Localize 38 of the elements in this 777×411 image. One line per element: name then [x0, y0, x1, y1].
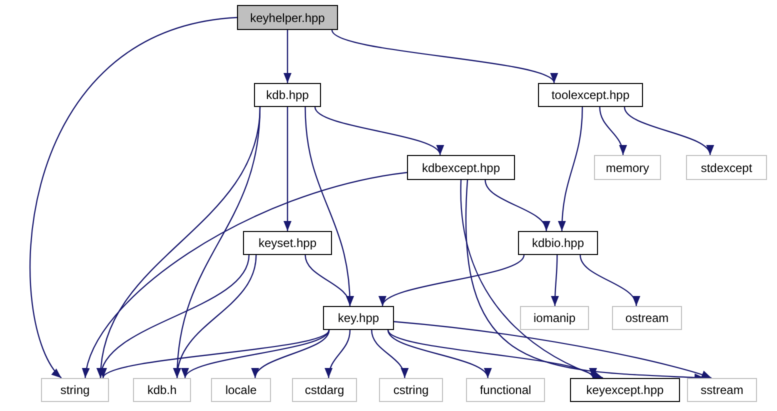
arrow [254, 330, 330, 378]
header-file-node: iomanip [520, 306, 589, 330]
arrow [551, 255, 559, 306]
header-file-node: functional [466, 378, 545, 402]
arrow [325, 330, 351, 378]
header-file-node: sstream [687, 378, 757, 402]
header-file-node: keyexcept.hpp [570, 378, 680, 402]
header-file-node: string [41, 378, 109, 402]
header-file-node: key.hpp [323, 306, 394, 330]
header-file-node: kdb.h [133, 378, 191, 402]
arrow [580, 254, 638, 306]
header-file-node: cstdarg [292, 378, 357, 402]
header-file-node: kdbio.hpp [518, 231, 598, 255]
arrow [599, 106, 626, 156]
arrow [382, 254, 525, 306]
header-file-node: ostream [612, 306, 682, 330]
header-file-node: keyhelper.hpp [237, 5, 338, 30]
header-file-node: keyset.hpp [243, 231, 332, 255]
arrow [184, 330, 330, 378]
arrow [624, 106, 711, 156]
arrow [284, 107, 292, 231]
arrow [174, 254, 257, 378]
header-file-node: memory [594, 155, 661, 180]
arrow [284, 30, 292, 83]
arrow [558, 106, 583, 232]
header-file-node: locale [211, 378, 271, 402]
header-file-node: toolexcept.hpp [538, 83, 643, 107]
header-file-node: cstring [379, 378, 443, 402]
header-file-node: kdbexcept.hpp [407, 155, 515, 180]
arrow [83, 172, 408, 378]
arrow [98, 254, 250, 378]
header-file-node: stdexcept [686, 155, 767, 180]
arrow [30, 16, 238, 378]
arrow [314, 106, 441, 156]
header-file-node: kdb.hpp [254, 83, 321, 107]
arrow [332, 30, 555, 84]
arrow [484, 180, 548, 232]
arrow [304, 254, 352, 306]
